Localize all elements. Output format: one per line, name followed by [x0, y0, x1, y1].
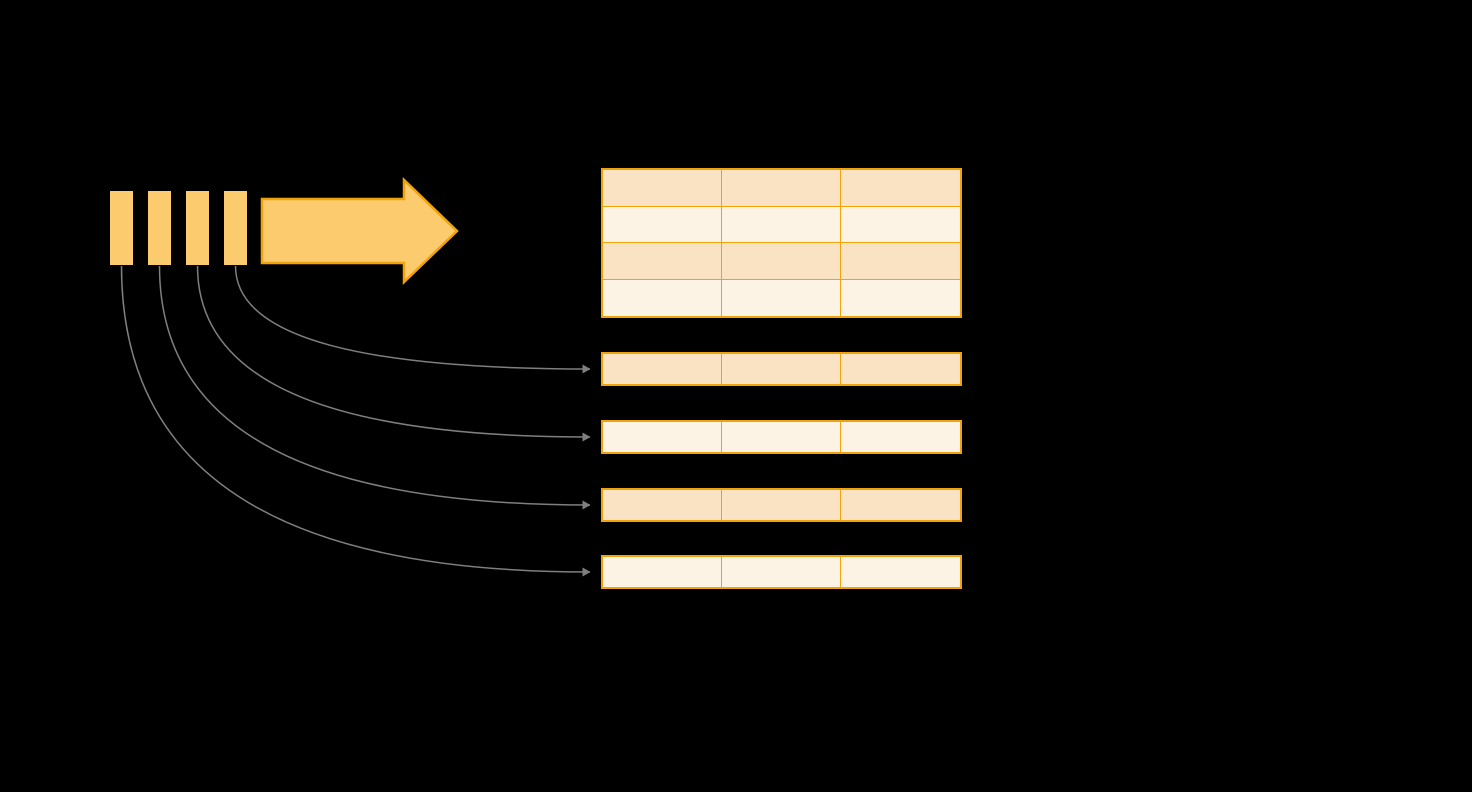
table-cell	[722, 354, 841, 384]
queue-bar	[110, 191, 133, 265]
table-cell	[722, 243, 841, 280]
table-cell	[603, 422, 722, 452]
queue-bar	[186, 191, 209, 265]
table-cell	[841, 354, 960, 384]
connector-arrow	[158, 265, 591, 510]
connector-arrow	[234, 265, 591, 374]
connector-arrow	[120, 265, 591, 577]
table-cell	[603, 557, 722, 587]
queue-bar	[224, 191, 247, 265]
table-cell	[603, 354, 722, 384]
table-cell	[603, 490, 722, 520]
queue-bars	[110, 191, 247, 265]
table-cell	[722, 206, 841, 243]
table-cell	[841, 279, 960, 316]
table-cell	[603, 206, 722, 243]
table-cell	[603, 170, 722, 207]
table-cell	[722, 490, 841, 520]
table-cell	[603, 243, 722, 280]
row-table	[601, 420, 962, 454]
table-cell	[722, 279, 841, 316]
table-cell	[722, 170, 841, 207]
row-table	[601, 555, 962, 589]
table-cell	[841, 557, 960, 587]
table-cell	[722, 557, 841, 587]
queue-bar	[148, 191, 171, 265]
connector-arrow	[196, 265, 591, 442]
table-cell	[722, 422, 841, 452]
table-cell	[841, 243, 960, 280]
table-cell	[841, 490, 960, 520]
row-table	[601, 352, 962, 386]
flow-arrow-shape	[260, 177, 459, 285]
table-cell	[841, 422, 960, 452]
table-cell	[603, 279, 722, 316]
table-cell	[841, 170, 960, 207]
row-tables	[601, 0, 962, 792]
table-cell	[841, 206, 960, 243]
row-table	[601, 488, 962, 522]
main-table	[601, 168, 962, 318]
